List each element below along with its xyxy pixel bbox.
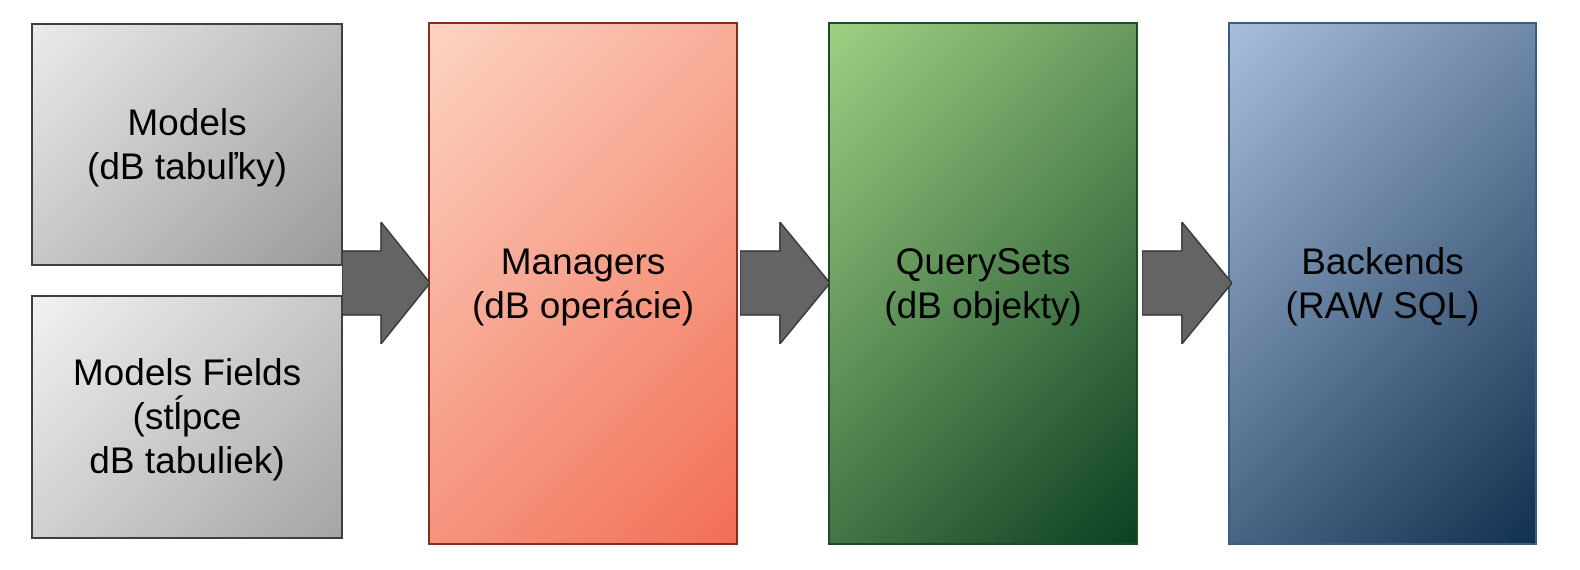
box-managers: Managers (dB operácie) bbox=[428, 22, 738, 545]
arrow-right-icon bbox=[1142, 222, 1232, 344]
box-backends-subtitle: (RAW SQL) bbox=[1285, 284, 1480, 326]
box-models-title: Models bbox=[127, 101, 247, 143]
box-models-subtitle: (dB tabuľky) bbox=[87, 145, 287, 187]
arrow-right-icon bbox=[740, 222, 830, 344]
box-backends: Backends (RAW SQL) bbox=[1228, 22, 1537, 545]
box-backends-title: Backends bbox=[1301, 240, 1464, 282]
box-managers-title: Managers bbox=[500, 240, 666, 282]
flow-arrow-3 bbox=[1142, 222, 1232, 344]
box-models-fields-subtitle: dB tabuliek) bbox=[89, 440, 285, 481]
box-querysets: QuerySets (dB objekty) bbox=[828, 22, 1138, 545]
box-querysets-subtitle: (dB objekty) bbox=[884, 284, 1082, 326]
box-managers-subtitle: (dB operácie) bbox=[471, 284, 695, 326]
box-models-fields-subtitle: (stĺpce bbox=[132, 396, 242, 437]
box-models: Models (dB tabuľky) bbox=[31, 23, 343, 266]
box-models-fields-title: Models Fields bbox=[72, 352, 302, 393]
flow-arrow-1 bbox=[342, 222, 430, 344]
arrow-right-icon bbox=[342, 222, 430, 344]
flow-arrow-2 bbox=[740, 222, 830, 344]
box-models-fields: Models Fields (stĺpce dB tabuliek) bbox=[31, 295, 343, 539]
box-querysets-title: QuerySets bbox=[895, 240, 1071, 282]
